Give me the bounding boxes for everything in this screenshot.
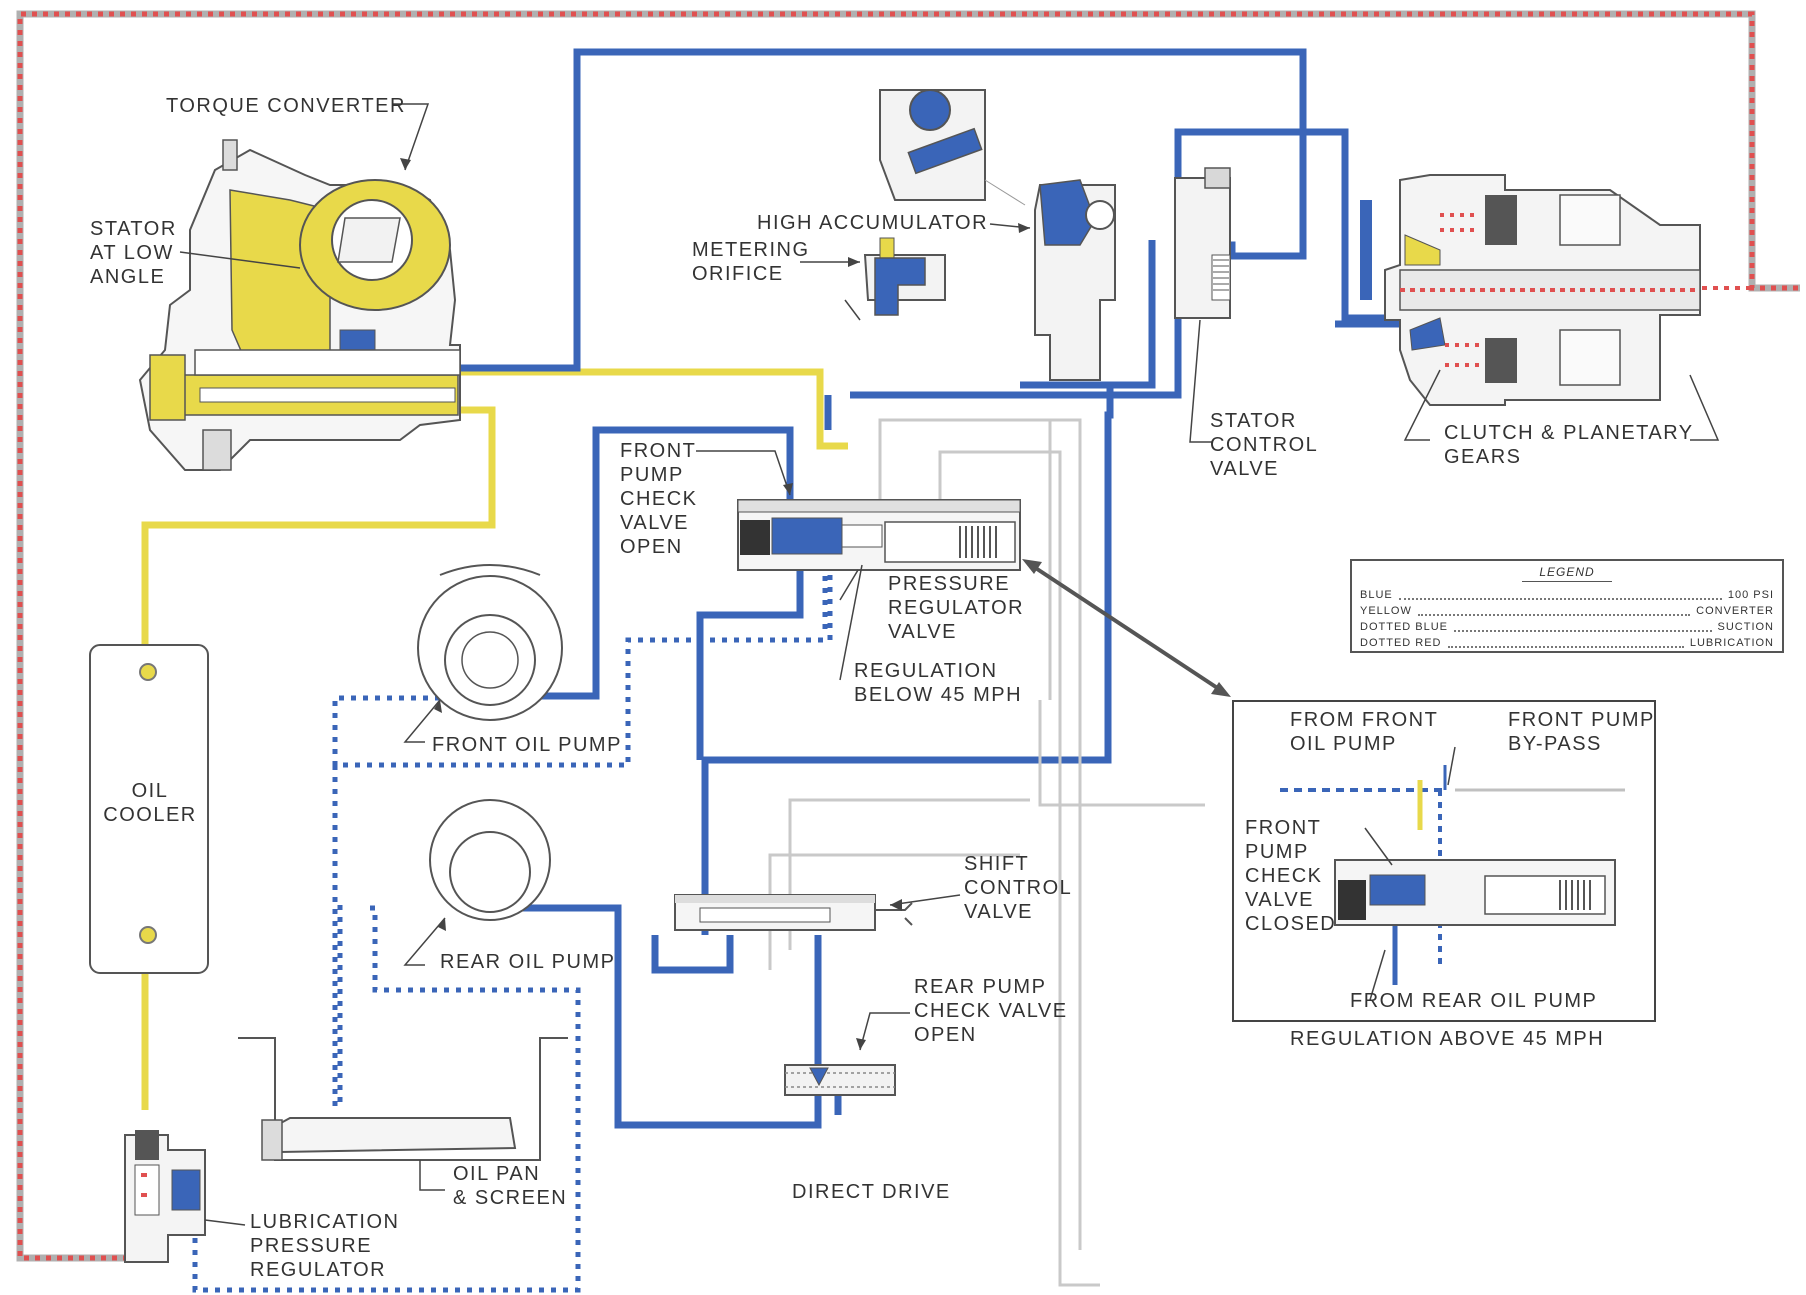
label-rear-oil-pump: REAR OIL PUMP	[440, 951, 616, 973]
legend-title-rule	[1522, 581, 1612, 582]
legend-row-blue: BLUE 100 PSI	[1360, 587, 1774, 603]
legend-value: 100 PSI	[1727, 589, 1774, 601]
torque-converter	[138, 139, 461, 471]
label-regulation-below-45: REGULATION BELOW 45 MPH	[854, 660, 1023, 706]
legend-key: DOTTED BLUE	[1360, 621, 1449, 633]
label-stator-at-low-angle: STATOR AT LOW ANGLE	[90, 218, 177, 288]
label-high-accumulator: HIGH ACCUMULATOR	[757, 212, 989, 234]
inset-caption: REGULATION ABOVE 45 MPH	[1290, 1028, 1605, 1050]
label-direct-drive: DIRECT DRIVE	[792, 1181, 951, 1203]
auxiliary-lines	[768, 418, 1205, 1287]
oil-cooler	[89, 644, 209, 974]
rear-oil-pump	[429, 799, 551, 921]
label-rear-pump-check-valve-open: REAR PUMP CHECK VALVE OPEN	[914, 976, 1068, 1046]
metering-orifice	[863, 237, 946, 316]
label-oil-pan-screen: OIL PAN & SCREEN	[453, 1163, 568, 1209]
legend-key: YELLOW	[1360, 605, 1412, 617]
legend-title: LEGEND	[1539, 565, 1595, 579]
label-front-pump-check-valve-open: FRONT PUMP CHECK VALVE OPEN	[620, 440, 698, 558]
inset-label-front-pump-bypass: FRONT PUMP BY-PASS	[1508, 709, 1655, 755]
detail-pointer-arrow	[1022, 559, 1231, 697]
label-metering-orifice: METERING ORIFICE	[692, 239, 810, 285]
shift-control-valve	[674, 894, 913, 931]
inset-frame	[1232, 700, 1656, 1022]
front-oil-pump	[417, 564, 563, 721]
legend-row-yellow: YELLOW CONVERTER	[1360, 603, 1774, 619]
rear-pump-check-valve	[784, 1064, 896, 1096]
legend-value: LUBRICATION	[1689, 637, 1774, 649]
stator-control-valve	[1174, 167, 1231, 319]
leader-lines	[179, 103, 1720, 1226]
label-stator-control-valve: STATOR CONTROL VALVE	[1210, 410, 1319, 480]
inset-label-from-rear-oil-pump: FROM REAR OIL PUMP	[1350, 990, 1598, 1012]
legend-value: SUCTION	[1717, 621, 1774, 633]
legend-value: CONVERTER	[1696, 605, 1774, 617]
clutch-planetary-gears	[1360, 174, 1701, 406]
label-front-oil-pump: FRONT OIL PUMP	[432, 734, 622, 756]
oil-pan-screen	[238, 1037, 568, 1161]
leader-arrowheads	[400, 158, 1030, 1050]
label-oil-cooler: OIL COOLER	[103, 780, 197, 826]
label-shift-control-valve: SHIFT CONTROL VALVE	[964, 853, 1073, 923]
inset-label-from-front-oil-pump: FROM FRONT OIL PUMP	[1290, 709, 1439, 755]
label-pressure-regulator-valve: PRESSURE REGULATOR VALVE	[888, 573, 1025, 643]
legend-row-dotted-blue: DOTTED BLUE SUCTION	[1360, 619, 1774, 635]
lubrication-pressure-regulator	[124, 1130, 206, 1263]
pressure-regulator-valve	[737, 499, 1021, 571]
label-lubrication-pressure-regulator: LUBRICATION PRESSURE REGULATOR	[250, 1211, 400, 1281]
legend-key: DOTTED RED	[1360, 637, 1442, 649]
legend-row-dotted-red: DOTTED RED LUBRICATION	[1360, 635, 1774, 651]
inset-label-front-pump-check-valve-closed: FRONT PUMP CHECK VALVE CLOSED	[1245, 817, 1337, 935]
legend-key: BLUE	[1360, 589, 1393, 601]
high-accumulator	[879, 89, 1116, 381]
legend: LEGEND BLUE 100 PSI YELLOW CONVERTER DOTTE…	[1350, 559, 1784, 653]
label-clutch-planetary-gears: CLUTCH & PLANETARY GEARS	[1444, 422, 1694, 468]
inset-regulation-detail	[1280, 746, 1625, 1001]
label-torque-converter: TORQUE CONVERTER	[166, 95, 406, 117]
